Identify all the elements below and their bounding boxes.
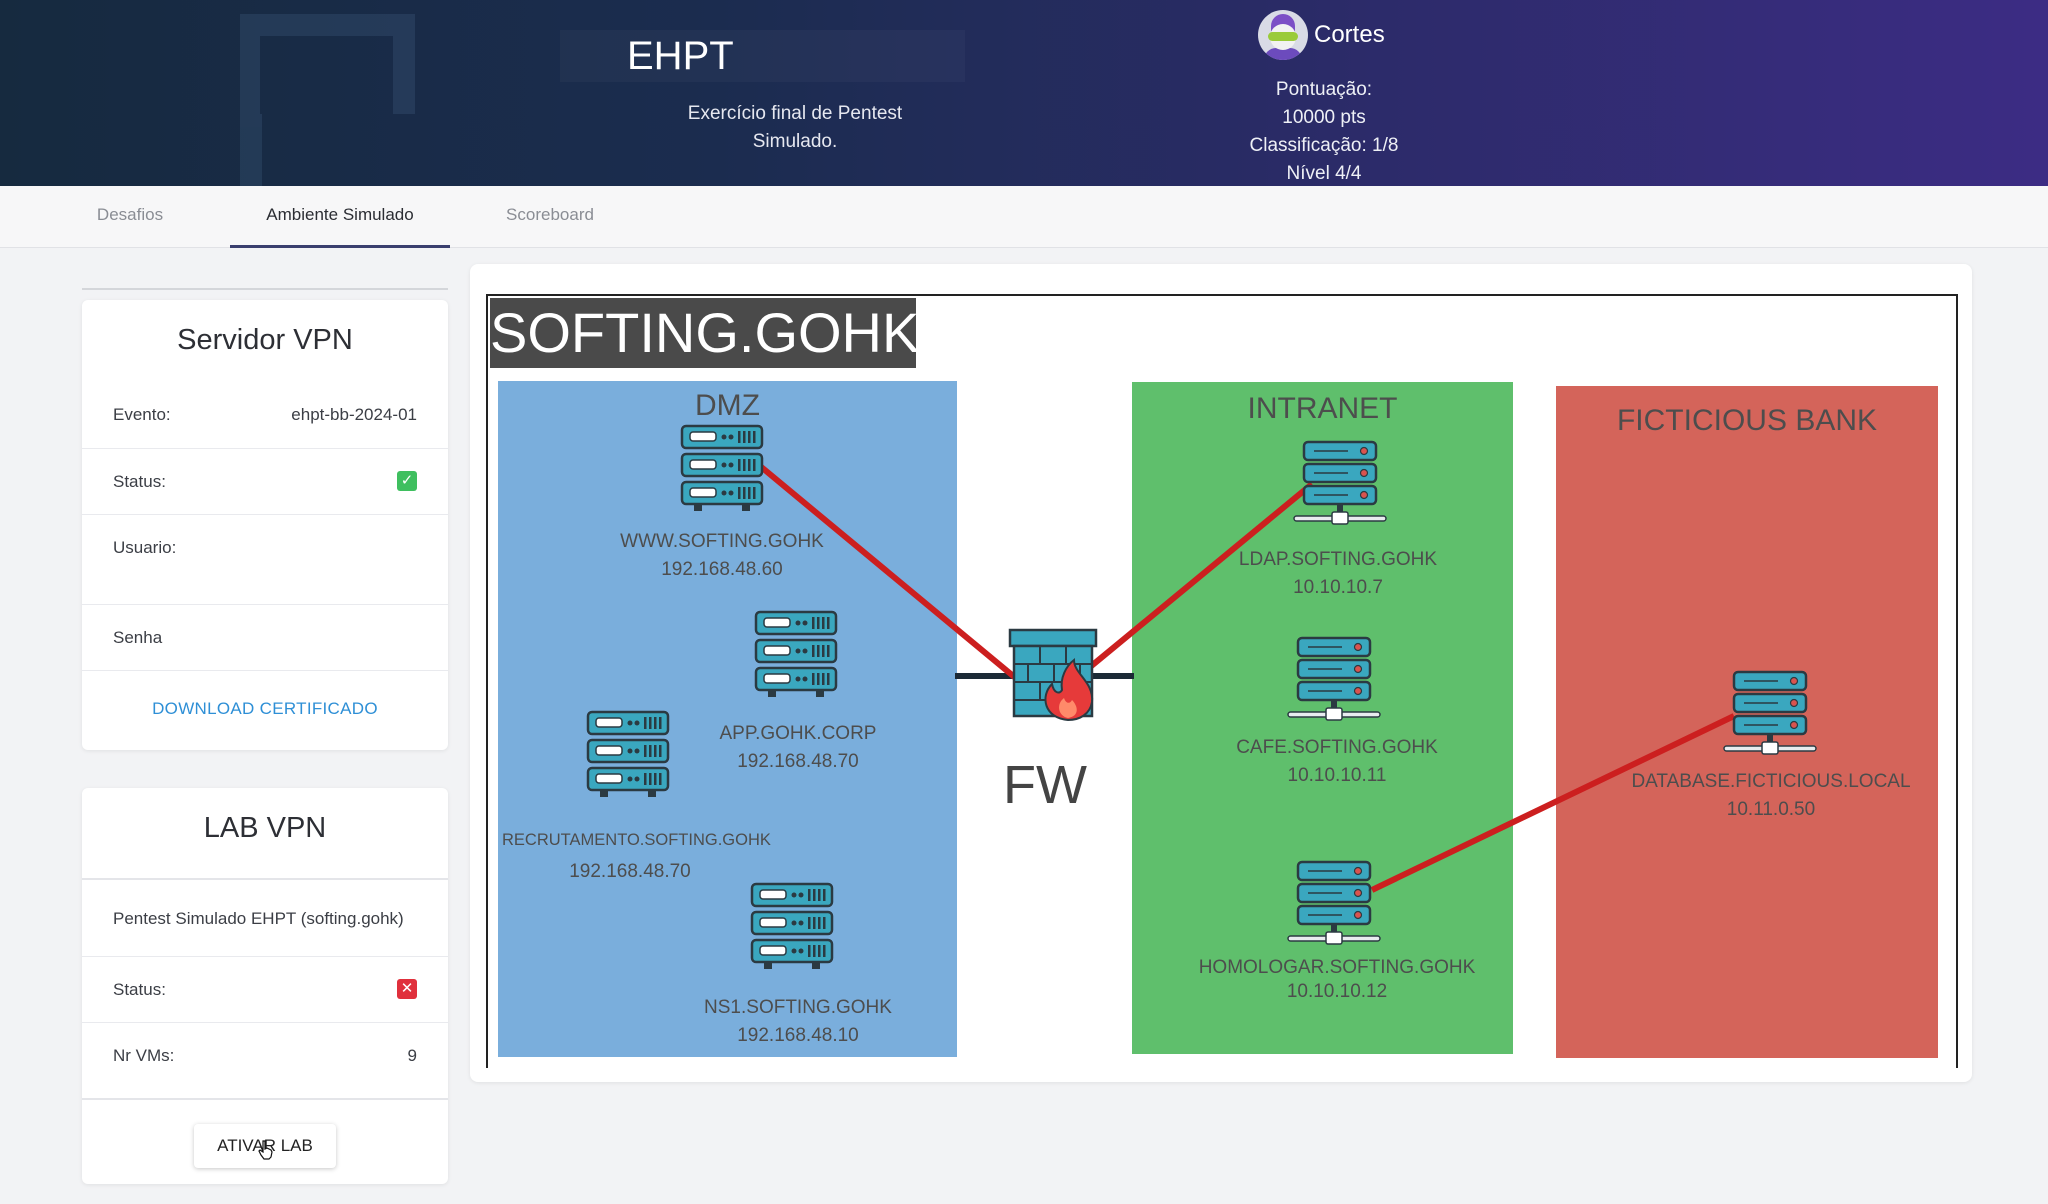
zone-bank-title: FICTICIOUS BANK	[1616, 404, 1878, 437]
firewall-label: FW	[1003, 755, 1087, 815]
server-database-icon[interactable]	[1722, 670, 1818, 756]
link-homologar-database	[1370, 713, 1736, 893]
lab-vpn-card: LAB VPN Pentest Simulado EHPT (softing.g…	[82, 788, 448, 1184]
node-ns1-label: NS1.SOFTING.GOHK 192.168.48.10	[690, 994, 906, 1050]
password-row: Senha	[82, 604, 448, 670]
vms-value: 9	[407, 1046, 417, 1065]
lab-name: Pentest Simulado EHPT (softing.gohk)	[113, 909, 404, 928]
hand-cursor-icon	[258, 1140, 273, 1160]
lab-status-label: Status:	[113, 980, 166, 999]
lab-name-row: Pentest Simulado EHPT (softing.gohk)	[82, 878, 448, 956]
node-cafe-name: CAFE.SOFTING.GOHK	[1236, 737, 1438, 758]
node-www-ip: 192.168.48.60	[661, 559, 783, 580]
zone-intranet-title: INTRANET	[1247, 392, 1398, 425]
vpn-server-title: Servidor VPN	[177, 324, 353, 356]
node-ldap-label: LDAP.SOFTING.GOHK 10.10.10.7	[1226, 546, 1450, 602]
event-label: Evento:	[113, 405, 171, 424]
node-www-label: WWW.SOFTING.GOHK 192.168.48.60	[600, 528, 844, 584]
score-value: 10000 pts	[1282, 107, 1366, 128]
avatar-icon	[1258, 10, 1308, 60]
link-fw-ldap	[1082, 481, 1314, 675]
event-row: Evento: ehpt-bb-2024-01	[82, 382, 448, 448]
node-recrutamento-label: RECRUTAMENTO.SOFTING.GOHK 192.168.48.70	[502, 824, 771, 888]
node-ldap-name: LDAP.SOFTING.GOHK	[1238, 549, 1438, 570]
lab-status-row: Status: ✕	[82, 956, 448, 1022]
node-app-ip: 192.168.48.70	[737, 751, 859, 772]
link-www-fw	[758, 463, 1020, 683]
node-recrutamento-name: RECRUTAMENTO.SOFTING.GOHK	[502, 831, 771, 849]
vms-row: Nr VMs: 9	[82, 1022, 448, 1088]
status-x-icon: ✕	[397, 979, 417, 999]
user-stats: Pontuação: 10000 pts Classificação: 1/8 …	[1174, 76, 1474, 186]
tab-ambiente-simulado[interactable]: Ambiente Simulado	[230, 186, 450, 248]
app-header: EHPT Exercício final de Pentest Simulado…	[0, 0, 2048, 186]
firewall-icon[interactable]	[1008, 628, 1098, 722]
server-cafe-icon[interactable]	[1286, 636, 1382, 722]
node-www-name: WWW.SOFTING.GOHK	[620, 531, 824, 552]
user-row: Usuario:	[82, 514, 448, 604]
sidebar-divider	[82, 288, 448, 290]
vms-label: Nr VMs:	[113, 1046, 175, 1065]
node-app-name: APP.GOHK.CORP	[719, 723, 877, 744]
tab-scoreboard[interactable]: Scoreboard	[506, 205, 594, 224]
node-database-label: DATABASE.FICTICIOUS.LOCAL 10.11.0.50	[1614, 768, 1928, 824]
node-app-label: APP.GOHK.CORP 192.168.48.70	[700, 720, 896, 776]
server-app-icon[interactable]	[754, 610, 838, 699]
server-homologar-icon[interactable]	[1286, 860, 1382, 946]
rank-text: Classificação: 1/8	[1249, 135, 1399, 156]
zone-dmz-title: DMZ	[695, 389, 760, 422]
node-database-ip: 10.11.0.50	[1726, 799, 1816, 820]
node-ns1-name: NS1.SOFTING.GOHK	[704, 997, 892, 1018]
download-row: DOWNLOAD CERTIFICADO	[82, 670, 448, 750]
password-label: Senha	[113, 628, 163, 647]
user-name: Cortes	[1314, 21, 1385, 48]
vpn-status-row: Status: ✓	[82, 448, 448, 514]
node-homologar-name: HOMOLOGAR.SOFTING.GOHK	[1198, 957, 1476, 978]
score-label: Pontuação:	[1275, 79, 1373, 100]
server-ldap-icon[interactable]	[1292, 440, 1388, 526]
vpn-server-card: Servidor VPN Evento: ehpt-bb-2024-01 Sta…	[82, 300, 448, 750]
page-subtitle: Exercício final de Pentest Simulado.	[660, 100, 930, 156]
tab-desafios[interactable]: Desafios	[96, 205, 164, 224]
node-recrutamento-ip: 192.168.48.70	[569, 861, 691, 882]
download-certificate-link[interactable]: DOWNLOAD CERTIFICADO	[152, 699, 378, 718]
subtitle-line-1: Exercício final de Pentest	[687, 103, 903, 124]
level-text: Nível 4/4	[1286, 163, 1362, 184]
node-homologar-ip: 10.10.10.12	[1286, 981, 1388, 1002]
status-check-icon: ✓	[397, 471, 417, 491]
node-homologar-label: HOMOLOGAR.SOFTING.GOHK 10.10.10.12	[1192, 956, 1482, 1004]
node-cafe-ip: 10.10.10.11	[1287, 765, 1387, 786]
diagram-title: SOFTING.GOHK	[490, 298, 919, 368]
user-label: Usuario:	[113, 538, 177, 557]
lab-vpn-title: LAB VPN	[203, 812, 327, 844]
vpn-status-label: Status:	[113, 472, 166, 491]
event-value: ehpt-bb-2024-01	[291, 405, 417, 424]
server-recrutamento-icon[interactable]	[586, 710, 670, 799]
node-cafe-label: CAFE.SOFTING.GOHK 10.10.10.11	[1220, 734, 1454, 790]
node-database-name: DATABASE.FICTICIOUS.LOCAL	[1631, 771, 1911, 792]
node-ns1-ip: 192.168.48.10	[737, 1025, 859, 1046]
tab-bar: Desafios Ambiente Simulado Scoreboard	[0, 186, 2048, 248]
node-ldap-ip: 10.10.10.7	[1293, 577, 1383, 598]
server-ns1-icon[interactable]	[750, 882, 834, 971]
page-title: EHPT	[627, 34, 734, 78]
user-profile[interactable]: Cortes	[1258, 10, 1385, 60]
subtitle-line-2: Simulado.	[752, 131, 838, 152]
server-www-icon[interactable]	[680, 424, 764, 513]
header-logo-decoration	[240, 0, 415, 186]
